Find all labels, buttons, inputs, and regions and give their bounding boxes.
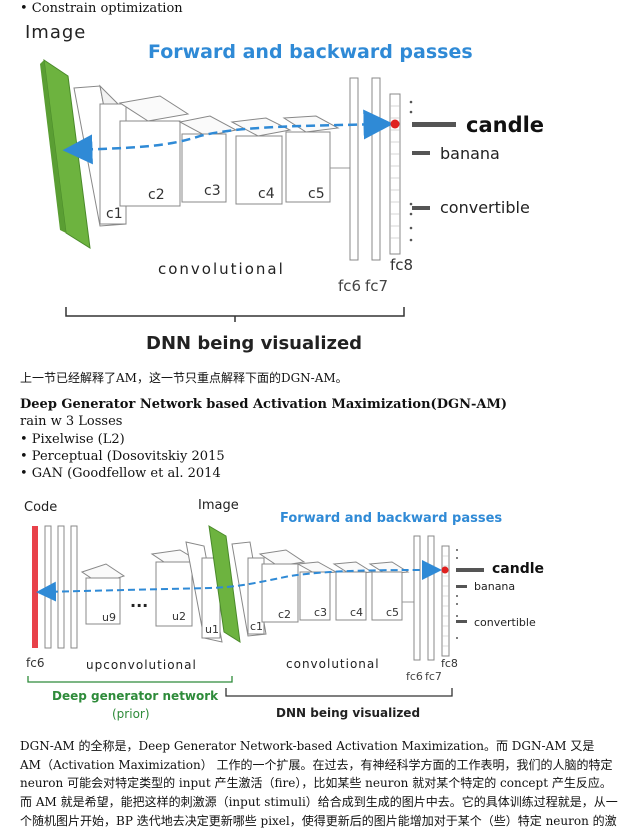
code-bar (32, 526, 38, 648)
c1-label: c1 (106, 206, 123, 222)
image-label: Image (25, 22, 86, 43)
forward-backward-title-2: Forward and backward passes (280, 511, 502, 526)
output-candle: candle (466, 113, 544, 137)
constrain-bullet: • Constrain optimization (20, 1, 183, 16)
candle-neuron-dot (390, 119, 400, 129)
prior-label: (prior) (112, 707, 150, 721)
c5-label-2: c5 (386, 606, 399, 619)
gen-fc-bar-2 (57, 525, 65, 649)
forward-backward-arrow (62, 109, 394, 165)
upconvolutional-label: upconvolutional (86, 658, 197, 672)
fc6-label-2: fc6 (406, 670, 423, 683)
candle-neuron-dot-2 (441, 566, 449, 574)
c2-label: c2 (148, 187, 165, 203)
fc8-label-2: fc8 (441, 657, 458, 670)
losses-line: rain w 3 Losses (20, 414, 123, 429)
fc8-label: fc8 (390, 256, 413, 274)
generator-bracket (27, 676, 233, 683)
layer-c3-2: c3 (296, 561, 338, 621)
fc7-label: fc7 (365, 277, 388, 295)
ellipsis-label: ... (130, 592, 148, 611)
output-banana-2: banana (474, 580, 515, 593)
output-convertible: convertible (440, 198, 530, 217)
layer-c5: c5 (282, 115, 340, 203)
c3-label-2: c3 (314, 606, 327, 619)
fc6-bar-2 (413, 535, 421, 661)
fc6-bar (349, 77, 359, 261)
forward-backward-title: Forward and backward passes (148, 41, 473, 63)
bullet-gan: • GAN (Goodfellow et al. 2014 (20, 466, 221, 481)
paragraph-line-1: DGN-AM 的全称是，Deep Generator Network-based… (20, 739, 595, 753)
output-banana: banana (440, 144, 500, 163)
fc6-label: fc6 (338, 277, 361, 295)
c1-label-2: c1 (250, 620, 263, 633)
layer-c4: c4 (230, 117, 292, 205)
left-fc6-label: fc6 (26, 656, 44, 670)
c2-label-2: c2 (278, 608, 291, 621)
dnn-bracket (65, 307, 405, 322)
layer-c2-2: c2 (258, 549, 306, 623)
gen-fc-bar-3 (70, 525, 78, 649)
u2-label: u2 (172, 610, 186, 623)
fc7-bar-2 (427, 535, 435, 661)
description-paragraph: DGN-AM 的全称是，Deep Generator Network-based… (20, 737, 620, 831)
deep-generator-label: Deep generator network (52, 689, 219, 703)
paragraph-line-3: neuron 可能会对特定类型的 input 产生激活（fire），比如某些 n… (20, 776, 612, 791)
dnn-being-visualized-label: DNN being visualized (146, 333, 362, 354)
c4-label-2: c4 (350, 606, 363, 619)
paragraph-line-4: 而 AM 就是希望，能把这样的刺激源（input stimuli）给合成到生成的… (20, 795, 618, 810)
c3-label: c3 (204, 183, 221, 199)
paragraph-line-5: 个随机图片开始，BP 迭代地去决定更新哪些 pixel，使得更新后的图片能增加对… (20, 813, 617, 828)
figure-dgn-am-diagram: Code Image Forward and backward passes u… (24, 498, 544, 721)
section-heading: Deep Generator Network based Activation … (20, 397, 507, 412)
gen-fc-bar-1 (44, 525, 52, 649)
c5-label: c5 (308, 186, 325, 202)
bullet-pixelwise: • Pixelwise (L2) (20, 432, 125, 447)
output-candle-2: candle (492, 561, 544, 577)
layer-c2: c2 (118, 95, 190, 207)
fc8-bar (389, 93, 401, 255)
paragraph-line-2: AM（Activation Maximization） 工作的一个扩展。在过去，… (20, 757, 613, 772)
code-label: Code (24, 500, 57, 515)
u1-label: u1 (205, 623, 219, 636)
layer-c3: c3 (178, 115, 238, 203)
image-label-2: Image (198, 498, 239, 513)
c4-label: c4 (258, 186, 275, 202)
forward-backward-arrow-2 (36, 560, 442, 602)
dnn-being-visualized-label-2: DNN being visualized (276, 706, 420, 720)
convolutional-label: convolutional (158, 260, 285, 278)
fc7-bar (371, 77, 381, 261)
fc8-bar-2 (441, 545, 450, 657)
convolutional-label-2: convolutional (286, 657, 380, 671)
dnn-bracket-2 (225, 688, 453, 697)
bullet-perceptual: • Perceptual (Dosovitskiy 2015 (20, 449, 225, 464)
layer-u9: u9 (80, 563, 126, 625)
u9-label: u9 (102, 611, 116, 624)
intro-sentence: 上一节已经解释了AM，这一节只重点解释下面的DGN-AM。 (20, 371, 348, 385)
figure-am-diagram: Image Forward and backward passes c1 c2 … (25, 22, 544, 354)
output-convertible-2: convertible (474, 616, 536, 629)
fc7-label-2: fc7 (425, 670, 442, 683)
